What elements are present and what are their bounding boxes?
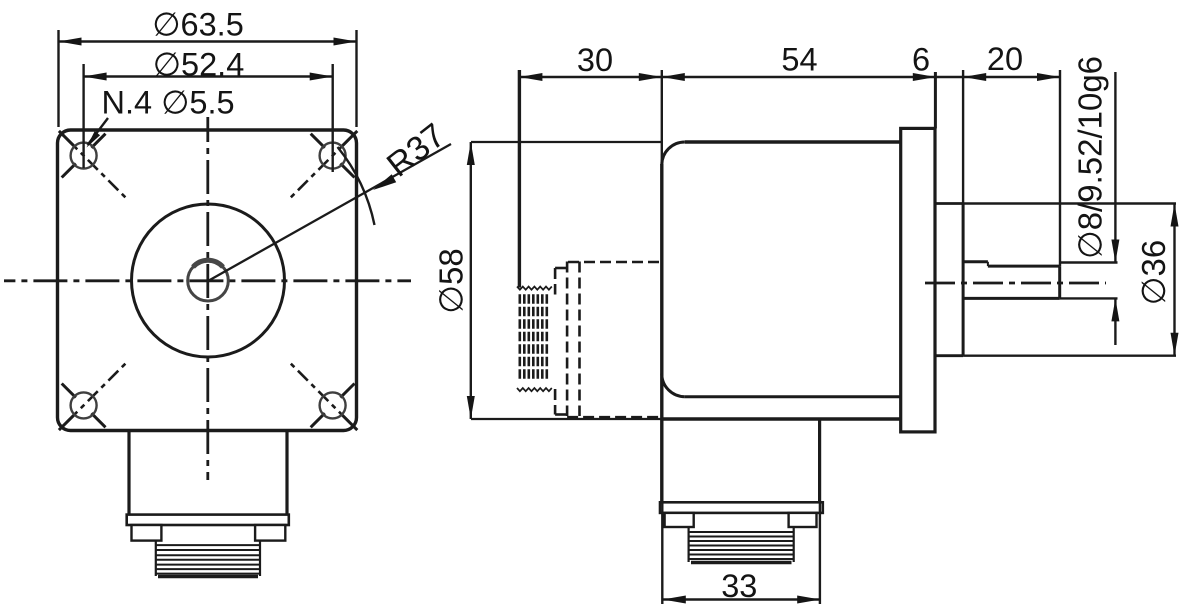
svg-text:R37: R37 bbox=[380, 116, 453, 184]
svg-text:∅58: ∅58 bbox=[433, 248, 470, 313]
svg-text:∅52.4: ∅52.4 bbox=[153, 47, 245, 83]
svg-text:20: 20 bbox=[987, 41, 1023, 77]
svg-text:30: 30 bbox=[577, 42, 613, 78]
svg-text:∅36: ∅36 bbox=[1135, 240, 1172, 305]
svg-text:∅63.5: ∅63.5 bbox=[152, 7, 244, 43]
svg-text:∅8/9.52/10g6: ∅8/9.52/10g6 bbox=[1072, 56, 1109, 259]
svg-text:6: 6 bbox=[912, 42, 930, 78]
svg-text:33: 33 bbox=[721, 568, 757, 604]
svg-text:54: 54 bbox=[781, 42, 817, 78]
svg-text:N.4 ∅5.5: N.4 ∅5.5 bbox=[102, 85, 235, 121]
